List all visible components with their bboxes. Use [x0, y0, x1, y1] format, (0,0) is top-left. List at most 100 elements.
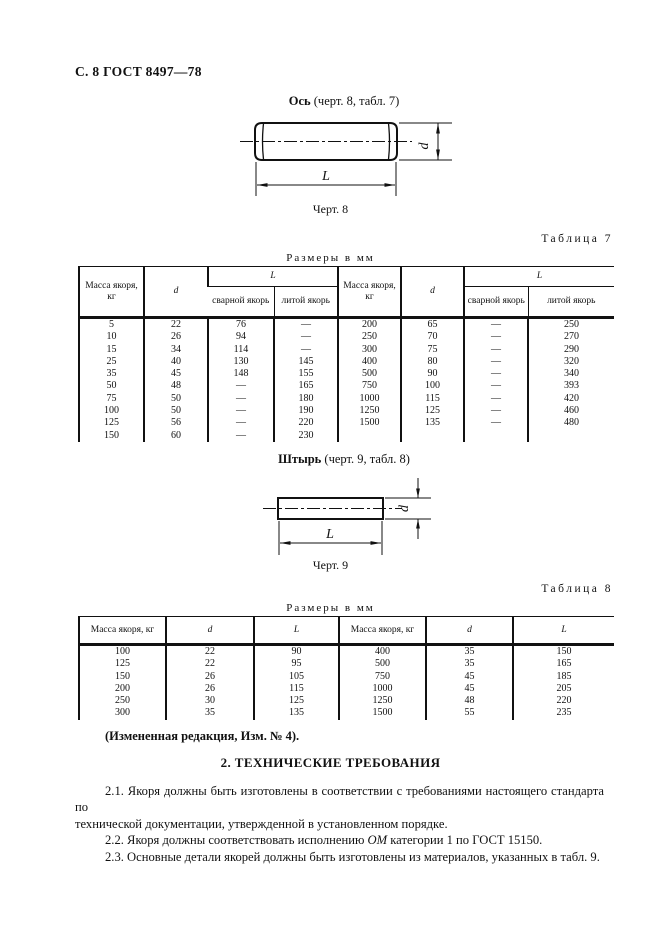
table-cell: 30 [165, 695, 254, 708]
table-cell [463, 429, 529, 442]
table-cell: 400 [337, 355, 402, 369]
table8: Масса якоря, кг d L Масса якоря, кг d L … [78, 616, 614, 720]
requirements-paragraphs: 2.1. Якоря должны быть изготовлены в соо… [75, 783, 604, 865]
table-cell: 95 [253, 658, 339, 671]
col-header-welded: сварной якорь [212, 296, 270, 307]
table-cell: 220 [512, 695, 614, 708]
d-arrow-up [436, 123, 440, 134]
table-cell: 180 [272, 392, 339, 406]
table-cell: 1500 [338, 707, 426, 720]
table-cell: 125 [115, 658, 130, 670]
table-cell: 22 [143, 317, 208, 332]
table-cell: 1000 [338, 682, 426, 696]
d-arrow-up [416, 519, 420, 529]
table-cell: 148 [207, 368, 274, 381]
table7-header: Масса якоря, кг d L Масса якоря, кг d L … [79, 266, 615, 318]
table-cell: — [272, 343, 339, 356]
table-cell: 100 [115, 646, 130, 657]
axis-body-outline [254, 122, 398, 161]
pin-title-word: Штырь [278, 452, 322, 466]
col-header-welded-2: сварной якорь [463, 286, 529, 318]
table-cell: 35 [425, 658, 513, 671]
col-header-cast-2: литой якорь [527, 286, 615, 318]
axis-title-ref: (черт. 8, табл. 7) [310, 94, 400, 108]
col-header-mass-2: Масса якоря, кг [337, 266, 402, 318]
col-header-cast: литой якорь [273, 286, 339, 318]
table-cell: 80 [400, 355, 465, 369]
table-cell: 1250 [338, 695, 426, 708]
table-cell: 235 [512, 707, 614, 720]
axis-section-title: Ось (черт. 8, табл. 7) [75, 94, 613, 109]
table-cell: 205 [512, 682, 614, 696]
pin-drawing-caption: Черт. 9 [312, 558, 349, 572]
d-arrow-down [416, 488, 420, 498]
pin-drawing: d L [263, 478, 431, 555]
table-cell: 1500 [337, 417, 402, 430]
l-arrow-right [370, 541, 381, 545]
table-cell: 750 [338, 670, 426, 683]
table-cell: — [207, 405, 274, 418]
table-cell: 35 [106, 368, 117, 380]
amended-note: (Измененная редакция, Изм. № 4). [105, 729, 300, 743]
table-cell: 50 [143, 405, 208, 418]
table-cell: 480 [527, 417, 615, 430]
table-cell: — [207, 429, 274, 442]
table-cell: 500 [338, 658, 426, 671]
table-cell: 65 [400, 317, 465, 332]
table-cell [527, 429, 615, 442]
pin-title-ref: (черт. 9, табл. 8) [321, 452, 410, 466]
l-dimension-label: L [321, 169, 330, 184]
table-cell: 165 [272, 380, 339, 393]
table-cell: — [463, 343, 529, 356]
table-cell: 94 [207, 331, 274, 344]
table-cell: — [207, 380, 274, 393]
table-cell: 165 [512, 658, 614, 671]
table-cell: 220 [272, 417, 339, 430]
table7: Масса якоря, кг d L Масса якоря, кг d L … [78, 266, 615, 442]
table-cell: 25 [106, 355, 117, 367]
table-cell: 185 [512, 670, 614, 683]
table-cell: 45 [143, 368, 208, 381]
table-cell: — [463, 392, 529, 406]
table-cell: 90 [253, 644, 339, 659]
table8-header: Масса якоря, кг d L Масса якоря, кг d L [79, 616, 614, 645]
table-cell: 40 [143, 355, 208, 369]
l-arrow-right [384, 183, 395, 187]
table-cell: 35 [165, 707, 254, 720]
table-cell: 100 [400, 380, 465, 393]
col-header-l-2: L [463, 266, 615, 287]
table-cell: 150 [104, 429, 119, 441]
table-cell: 150 [512, 644, 614, 659]
table-cell: 75 [106, 392, 117, 404]
table-cell: 1000 [337, 392, 402, 406]
table-cell: 393 [527, 380, 615, 393]
table-cell: 76 [207, 317, 274, 332]
table-cell: 500 [337, 368, 402, 381]
paragraph-2-2: 2.2. Якоря должны соответствовать исполн… [105, 833, 543, 848]
table8-units: Размеры в мм [286, 602, 375, 614]
table-cell: 90 [400, 368, 465, 381]
table-cell: 55 [425, 707, 513, 720]
axis-drawing: d L [240, 122, 452, 196]
table-cell: 300 [115, 707, 130, 719]
table-cell: 115 [253, 682, 339, 696]
table-cell: — [272, 331, 339, 344]
col-header-mass-2: Масса якоря, кг [338, 616, 426, 645]
table-cell: — [463, 380, 529, 393]
table-cell: 50 [143, 392, 208, 406]
d-dimension-label: d [417, 142, 432, 150]
table-cell: — [463, 317, 529, 332]
table-cell: 22 [165, 658, 254, 671]
table-cell: 340 [527, 368, 615, 381]
